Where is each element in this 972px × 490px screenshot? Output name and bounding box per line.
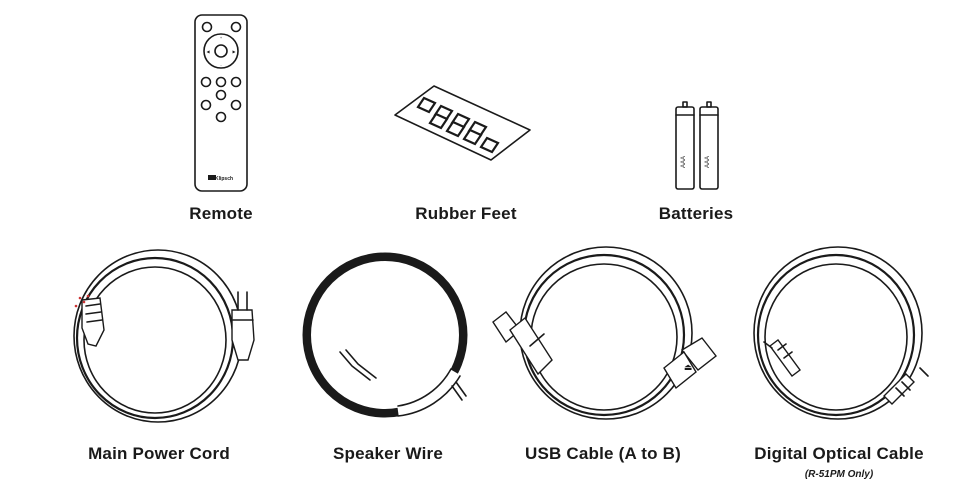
svg-text:AAA: AAA — [705, 156, 711, 168]
svg-text:▶: ▶ — [232, 49, 236, 54]
rubber-feet-label: Rubber Feet — [415, 204, 517, 223]
svg-text:+: + — [220, 35, 223, 40]
rubber-foot — [428, 112, 449, 130]
remote-label: Remote — [189, 204, 253, 223]
speaker-wire-label: Speaker Wire — [333, 444, 443, 463]
svg-text:-: - — [220, 62, 222, 67]
rubber-foot — [479, 136, 500, 154]
svg-text:AAA: AAA — [681, 156, 687, 168]
svg-text:⏏: ⏏ — [684, 362, 693, 372]
batteries-label: Batteries — [658, 204, 734, 223]
rubber-foot — [445, 120, 466, 138]
power-cord-label: Main Power Cord — [88, 444, 230, 463]
usb-cable-label: USB Cable (A to B) — [525, 444, 681, 463]
svg-text:Klipsch: Klipsch — [215, 176, 233, 182]
rubber-foot — [416, 96, 437, 114]
svg-text:◀: ◀ — [206, 49, 210, 54]
optical-cable-note: (R-51PM Only) — [804, 469, 874, 480]
rubber-foot — [462, 128, 483, 146]
optical-cable-label: Digital Optical Cable — [754, 444, 924, 463]
